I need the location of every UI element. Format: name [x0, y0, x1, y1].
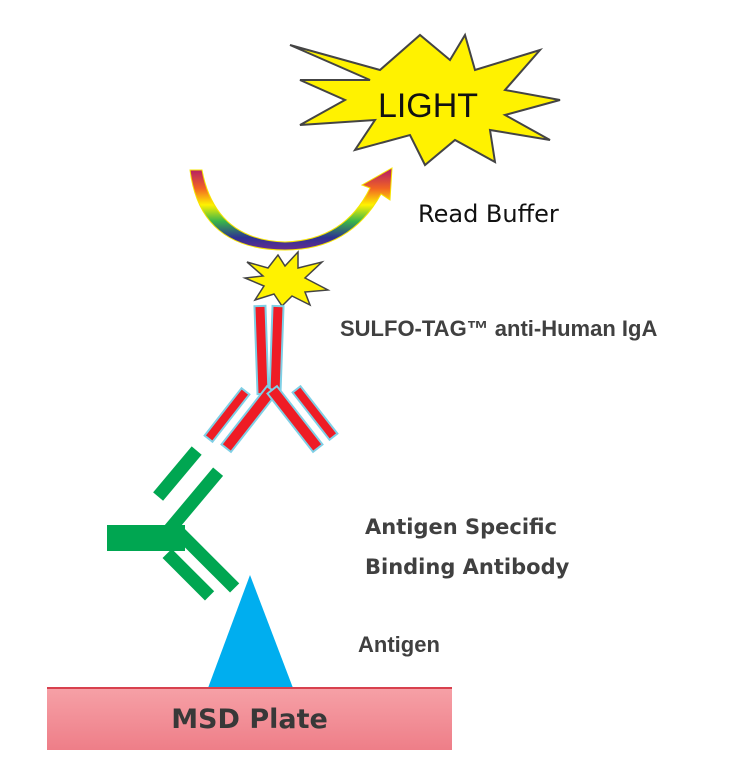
- sulfo-tag-label: SULFO-TAG™ anti-Human IgA: [340, 316, 658, 341]
- detection-antibody-icon: [203, 304, 339, 454]
- light-text: LIGHT: [378, 87, 478, 125]
- msd-plate: MSD Plate: [47, 687, 452, 750]
- light-burst-icon: [289, 32, 561, 167]
- antigen-icon: [208, 575, 293, 688]
- antigen-label: Antigen: [358, 632, 440, 657]
- read-buffer-label: Read Buffer: [418, 200, 559, 228]
- capture-antibody-label-line2: Binding Antibody: [365, 555, 570, 579]
- sulfo-tag-star-icon: [242, 250, 331, 308]
- capture-antibody-icon: [107, 446, 240, 601]
- plate-label: MSD Plate: [171, 704, 328, 735]
- capture-antibody-label-line1: Antigen Specific: [365, 515, 558, 539]
- read-buffer-arrow-icon: [189, 167, 393, 251]
